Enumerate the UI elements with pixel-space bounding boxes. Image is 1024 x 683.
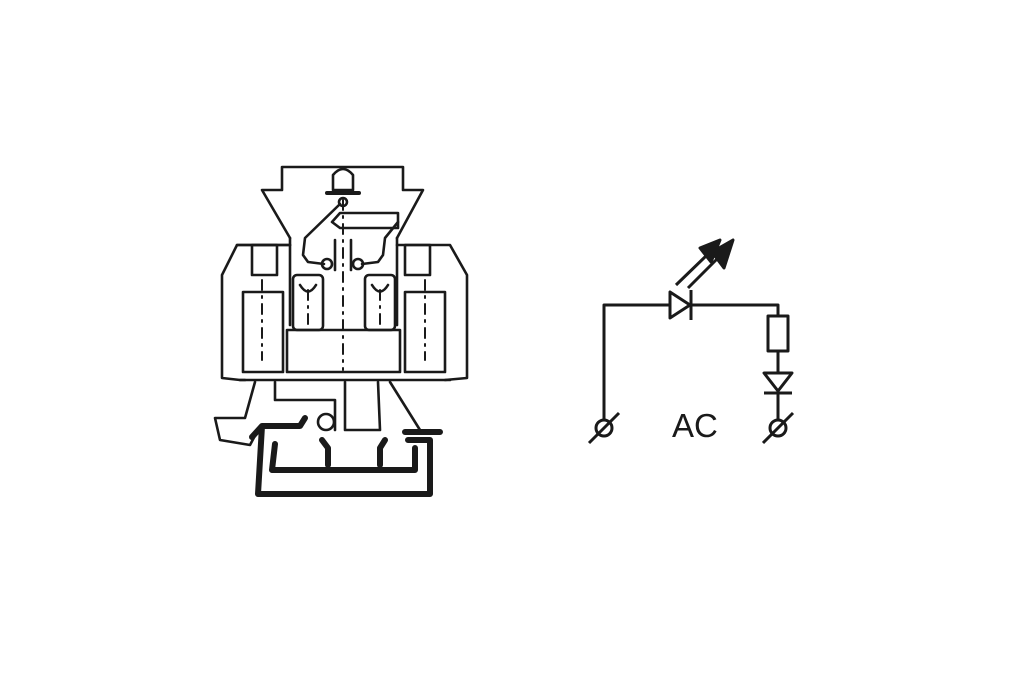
terminal-slash <box>761 411 795 445</box>
contact-right <box>351 257 365 271</box>
terminal-right-icon <box>768 418 788 438</box>
diode-icon <box>762 371 794 393</box>
wire <box>602 303 780 420</box>
circuit-diagram <box>587 238 795 445</box>
fork-left <box>291 273 325 332</box>
clamp-left <box>241 290 285 374</box>
body-left <box>220 243 292 382</box>
foot-inner <box>273 380 337 432</box>
resistor-icon <box>766 314 790 353</box>
screw-right <box>403 243 432 277</box>
contact-left <box>320 257 334 271</box>
led-diode-icon <box>668 290 692 320</box>
foot-hole <box>316 412 336 432</box>
terminal-left-icon <box>594 418 614 438</box>
clamp-right <box>403 290 447 374</box>
wire-right <box>360 220 400 266</box>
screw-left <box>250 243 279 277</box>
arrow-head <box>710 238 735 270</box>
lamp-icon <box>331 167 355 192</box>
din-rail <box>249 415 443 497</box>
fork-right <box>363 273 397 332</box>
resistor-body <box>330 211 400 230</box>
terminal-slash <box>587 411 621 445</box>
supply-label: AC <box>672 407 718 444</box>
foot-mid <box>343 380 382 432</box>
light-arrow <box>686 256 720 290</box>
light-arrow <box>674 253 709 287</box>
foot-left <box>213 380 260 447</box>
body-right <box>395 243 469 382</box>
wire-left <box>301 202 342 266</box>
foot-right <box>388 380 422 432</box>
top-housing <box>260 165 425 240</box>
